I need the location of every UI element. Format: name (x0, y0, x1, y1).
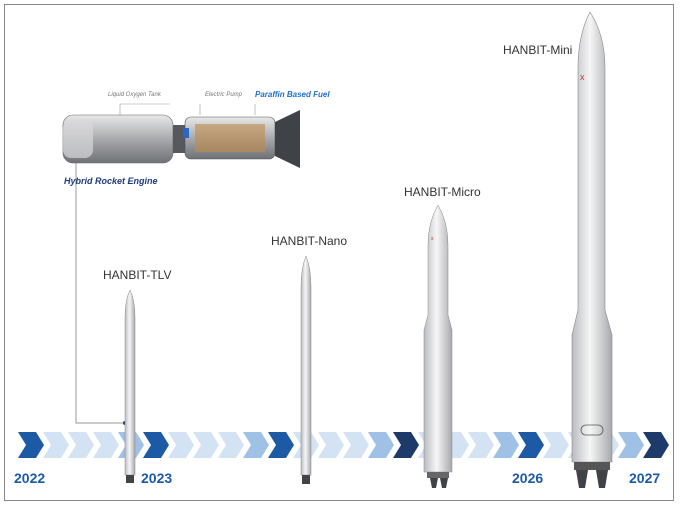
leader-line (75, 160, 125, 424)
liquid-oxygen-tank-label: Liquid Oxygen Tank (108, 92, 161, 98)
rocket-label-tlv: HANBIT-TLV (103, 268, 172, 282)
electric-pump-label: Electric Pump (205, 92, 243, 98)
svg-text:x: x (580, 72, 585, 82)
timeline-chevron (93, 432, 119, 458)
timeline-band (18, 432, 669, 458)
timeline-chevron (393, 432, 419, 458)
rocket-label-mini: HANBIT-Mini (503, 43, 573, 57)
timeline-chevron (318, 432, 344, 458)
year-2027: 2027 (629, 470, 661, 486)
timeline-chevron (43, 432, 69, 458)
timeline-chevron (543, 432, 569, 458)
svg-text:x: x (431, 236, 434, 242)
timeline-chevron (68, 432, 94, 458)
rocket-hanbit-tlv (124, 289, 136, 483)
hybrid-engine-illustration (62, 103, 300, 168)
timeline-chevron (493, 432, 519, 458)
timeline-chevron (618, 432, 644, 458)
timeline-chevron (518, 432, 544, 458)
timeline-chevron (368, 432, 394, 458)
rocket-hanbit-mini: x (571, 11, 613, 488)
timeline-chevron (243, 432, 269, 458)
rocket-hanbit-nano (300, 255, 312, 484)
timeline-chevron (168, 432, 194, 458)
diagram-frame (4, 4, 674, 501)
timeline-chevron (643, 432, 669, 458)
timeline-chevron (468, 432, 494, 458)
rocket-label-micro: HANBIT-Micro (404, 185, 481, 199)
timeline-chevron (193, 432, 219, 458)
year-2023: 2023 (141, 470, 173, 486)
rocket-label-nano: HANBIT-Nano (271, 234, 348, 248)
rocket-hanbit-micro: x (423, 204, 453, 488)
timeline-chevron (343, 432, 369, 458)
year-2026: 2026 (512, 470, 544, 486)
year-2022: 2022 (14, 470, 46, 486)
hybrid-rocket-engine-label: Hybrid Rocket Engine (64, 176, 158, 186)
timeline-chevron (18, 432, 44, 458)
paraffin-fuel-label: Paraffin Based Fuel (255, 90, 330, 99)
timeline-chevron (143, 432, 169, 458)
timeline-chevron (218, 432, 244, 458)
timeline-chevron (268, 432, 294, 458)
